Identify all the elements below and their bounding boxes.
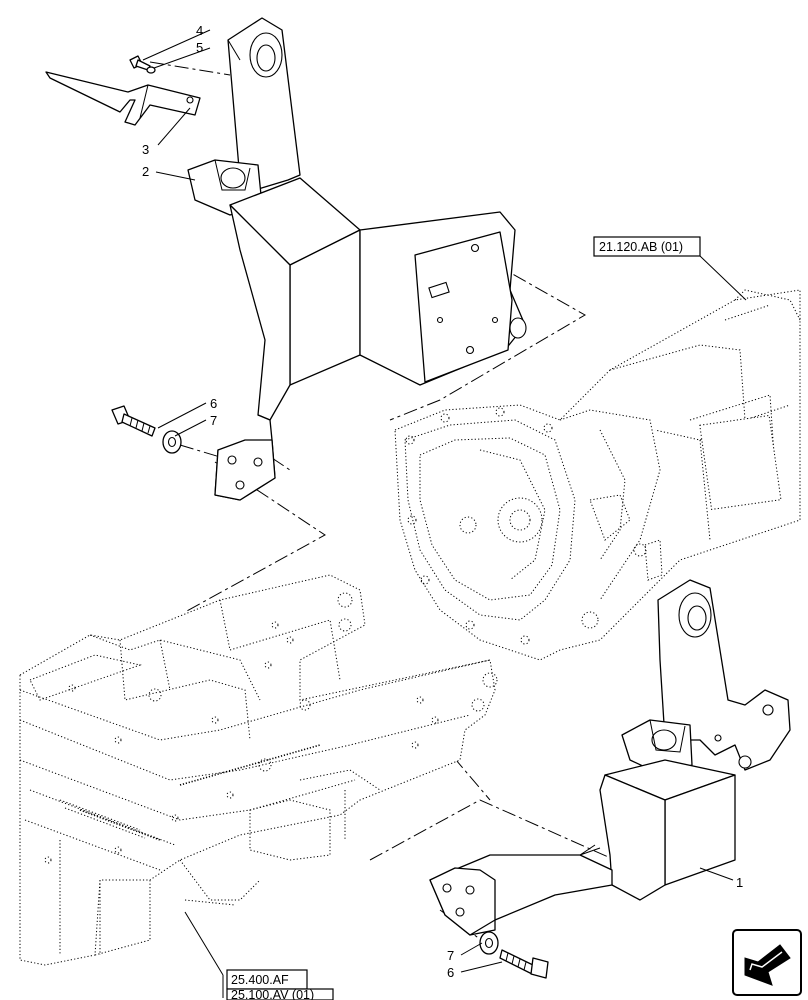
transmission-housing (394, 289, 801, 661)
upper-washer (162, 430, 182, 454)
lower-support-bracket (429, 579, 791, 936)
callout-3: 3 (142, 142, 149, 157)
callout-1: 1 (736, 875, 743, 890)
callout-5: 5 (196, 40, 203, 55)
callout-7-lower: 7 (447, 948, 454, 963)
reference-frame-bottom-text[interactable]: 25.100.AV (01) (231, 988, 314, 1000)
front-frame-assembly (19, 574, 498, 966)
callout-6-upper: 6 (210, 396, 217, 411)
small-washer (146, 66, 156, 74)
callout-4: 4 (196, 23, 203, 38)
callout-7-upper: 7 (210, 413, 217, 428)
lower-washer (479, 931, 499, 955)
callout-2: 2 (142, 164, 149, 179)
reference-frame-bottom[interactable]: 25.100.AV (01) (226, 988, 334, 1000)
upper-support-bracket (187, 17, 527, 501)
callout-labels: 4 5 3 2 6 7 1 7 6 (142, 23, 743, 980)
reference-frame-top[interactable]: 25.400.AF (226, 969, 308, 990)
reference-frame-top-text[interactable]: 25.400.AF (231, 973, 289, 987)
leader-lines (142, 29, 747, 976)
upper-bolt (111, 405, 156, 437)
next-page-arrow-icon[interactable] (732, 929, 802, 996)
callout-6-lower: 6 (447, 965, 454, 980)
lower-bolt (499, 949, 549, 979)
strap-bracket (45, 71, 201, 126)
reference-transmission-text[interactable]: 21.120.AB (01) (599, 240, 683, 254)
reference-transmission[interactable]: 21.120.AB (01) (593, 236, 701, 257)
